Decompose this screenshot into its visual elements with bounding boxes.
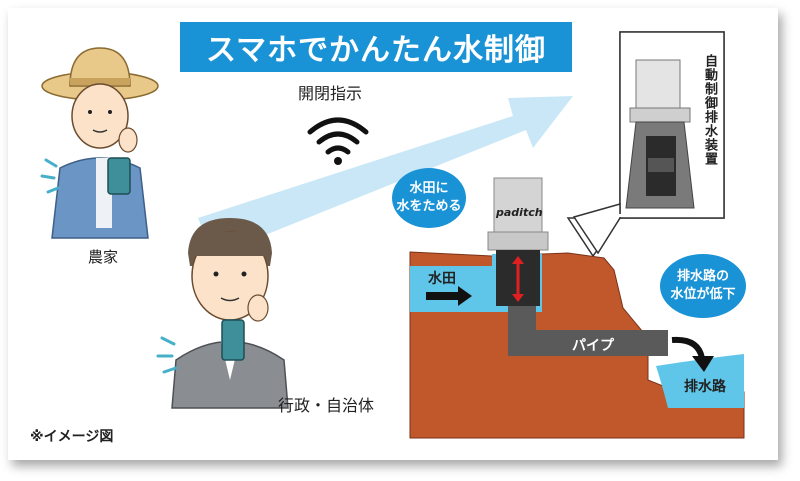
pipe-outflow-arrow	[671, 336, 705, 359]
bubble-fill-water: 水田に 水をためる	[392, 168, 466, 228]
signal-label: 開閉指示	[298, 84, 363, 103]
instruction-arrow	[198, 96, 573, 256]
bubble-lower-level-text: 排水路の 水位が低下	[670, 269, 736, 302]
drain-water	[656, 354, 744, 408]
government-label: 行政・自治体	[278, 396, 375, 415]
brand-label: paditch	[496, 206, 543, 219]
farmer-illustration	[40, 47, 159, 239]
page-title: スマホでかんたん水制御	[180, 22, 572, 72]
paddy-label: 水田	[428, 271, 456, 287]
pipe-shape	[508, 304, 668, 356]
note-label: ※イメージ図	[30, 429, 114, 445]
paddy-flow-arrow	[426, 286, 472, 306]
paddy-water	[410, 266, 504, 312]
pipe-label: パイプ	[572, 338, 614, 354]
bubble-fill-water-text: 水田に 水をためる	[396, 181, 462, 214]
wifi-icon	[307, 117, 369, 155]
farmer-label: 農家	[88, 248, 119, 266]
device-detail-illustration	[625, 59, 695, 209]
officer-illustration	[156, 218, 289, 409]
device-label: 自動制御排水装置	[702, 54, 717, 166]
gate-device	[487, 177, 549, 306]
infographic-card: スマホでかんたん水制御 開閉指示 農家 行政・自治体 ※イメージ図 自動制御排水…	[8, 8, 778, 460]
scene-graphics	[40, 31, 745, 439]
bubble-lower-level: 排水路の 水位が低下	[660, 254, 746, 318]
drain-label: 排水路	[684, 379, 726, 395]
